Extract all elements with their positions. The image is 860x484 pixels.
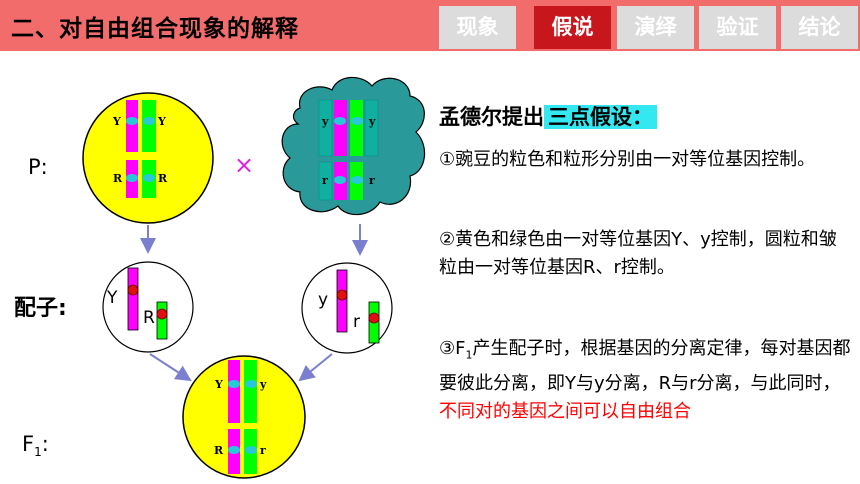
tab-conclusion[interactable]: 结论: [781, 6, 858, 49]
allele-label: R: [113, 172, 123, 185]
parent-green-wrinkled-cell: y y r r: [281, 76, 426, 216]
free-combination-highlight: 不同对的基因之间可以自由组合: [439, 400, 691, 422]
allele-label: R: [158, 172, 168, 185]
allele-label: y: [259, 378, 267, 391]
f1-hybrid-cell: Y y R r: [182, 355, 306, 479]
parent-yellow-round-cell: Y Y R R: [82, 92, 214, 224]
cross-symbol: ×: [234, 151, 254, 179]
gamete-YR-cell: Y R: [102, 261, 194, 353]
allele-label: R: [214, 444, 224, 457]
gamete-yr-cell: y r: [301, 262, 393, 354]
hypothesis-point-2: ②黄色和绿色由一对等位基因Y、y控制，圆粒和皱粒由一对等位基因R、r控制。: [439, 229, 837, 278]
tab-verification[interactable]: 验证: [699, 6, 776, 49]
allele-label: y: [318, 290, 328, 310]
allele-label: r: [353, 312, 360, 332]
page-title: 二、对自由组合现象的解释: [11, 16, 299, 42]
hypothesis-point-3: ③F1产生配子时，根据基因的分离定律，每对基因都要彼此分离，即Y与y分离，R与r…: [439, 338, 851, 422]
allele-label: y: [321, 115, 329, 128]
f1-generation-label: F1:: [22, 432, 49, 460]
allele-label: y: [368, 115, 376, 128]
allele-label: r: [322, 174, 328, 187]
tab-deduction[interactable]: 演绎: [617, 6, 694, 49]
allele-label: Y: [112, 115, 121, 128]
allele-label: R: [143, 308, 155, 328]
allele-label: Y: [157, 115, 166, 128]
allele-label: r: [369, 174, 375, 187]
heading-highlight: 三点假设：: [544, 105, 657, 129]
tab-hypothesis[interactable]: 假说: [534, 6, 611, 49]
hypothesis-heading: 孟德尔提出三点假设：: [439, 101, 657, 131]
gamete-label: 配子:: [14, 296, 67, 321]
hypothesis-point-1: ①豌豆的粒色和粒形分别由一对等位基因控制。: [439, 149, 816, 170]
tab-phenomenon[interactable]: 现象: [439, 6, 516, 49]
allele-label: Y: [214, 378, 223, 391]
allele-label: r: [260, 444, 266, 457]
parent-generation-label: P:: [28, 155, 48, 179]
allele-label: Y: [106, 288, 118, 308]
